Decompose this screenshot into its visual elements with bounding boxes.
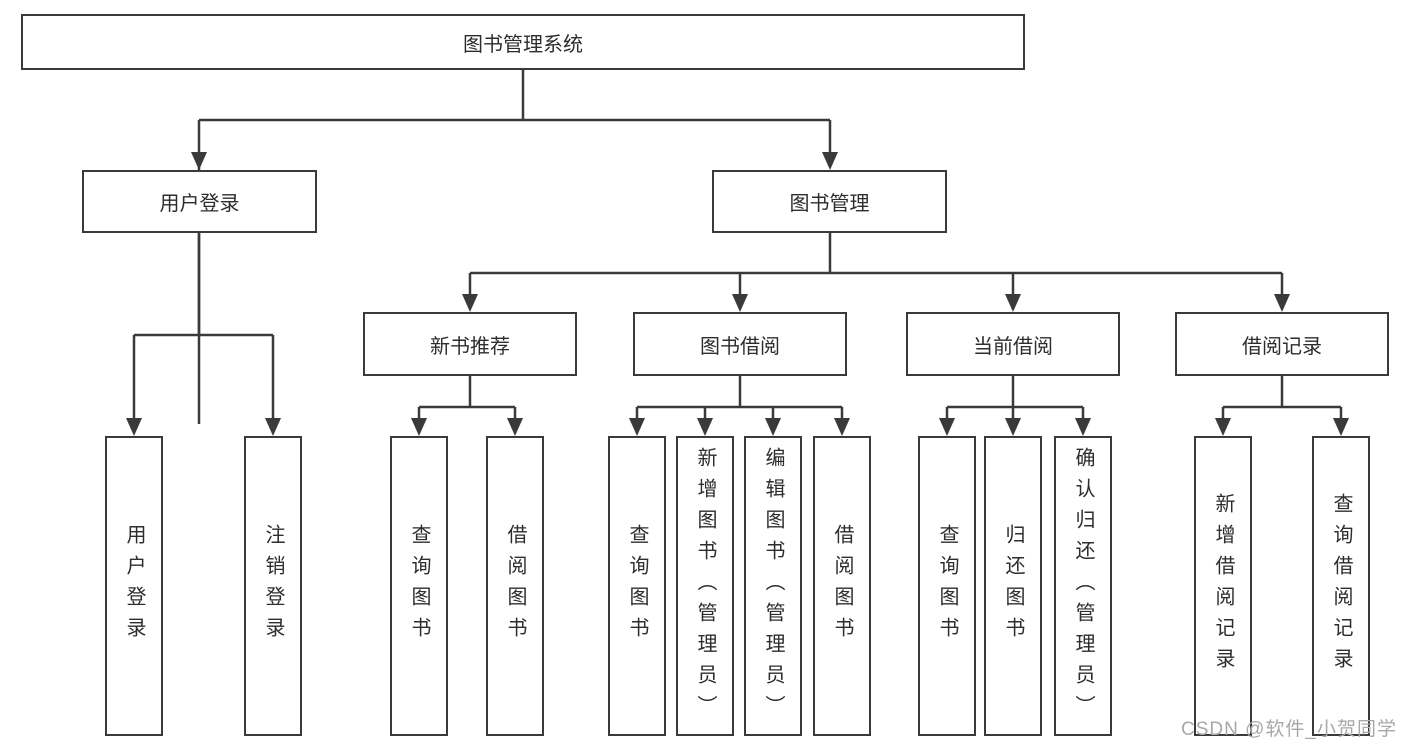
leaf-query-books-current: 查询图书	[918, 436, 976, 736]
leaf-borrow-books-recommend: 借阅图书	[486, 436, 544, 736]
node-book-borrowing: 图书借阅	[633, 312, 847, 376]
leaf-user-login: 用户登录	[105, 436, 163, 736]
leaf-add-books-admin: 新增图书（管理员）	[676, 436, 734, 736]
leaf-confirm-return-admin: 确认归还（管理员）	[1054, 436, 1112, 736]
node-current-borrowing: 当前借阅	[906, 312, 1120, 376]
leaf-add-borrow-record: 新增借阅记录	[1194, 436, 1252, 736]
leaf-label: 借阅图书	[504, 524, 526, 648]
leaf-label: 新增图书（管理员）	[694, 446, 716, 726]
leaf-query-borrow-record: 查询借阅记录	[1312, 436, 1370, 736]
leaf-label: 查询图书	[936, 524, 958, 648]
leaf-edit-books-admin: 编辑图书（管理员）	[744, 436, 802, 736]
csdn-watermark: CSDN @软件_小贺同学	[1181, 719, 1397, 740]
leaf-label: 用户登录	[123, 524, 145, 648]
leaf-label: 查询图书	[626, 524, 648, 648]
leaf-label: 新增借阅记录	[1212, 493, 1234, 679]
leaf-label: 查询图书	[408, 524, 430, 648]
node-book-management: 图书管理	[712, 170, 947, 233]
leaf-label: 编辑图书（管理员）	[762, 446, 784, 726]
leaf-return-books: 归还图书	[984, 436, 1042, 736]
leaf-label: 查询借阅记录	[1330, 493, 1352, 679]
leaf-label: 注销登录	[262, 524, 284, 648]
leaf-label: 归还图书	[1002, 524, 1024, 648]
leaf-query-books-recommend: 查询图书	[390, 436, 448, 736]
leaf-query-books-borrowing: 查询图书	[608, 436, 666, 736]
node-new-book-recommendation: 新书推荐	[363, 312, 577, 376]
node-user-login: 用户登录	[82, 170, 317, 233]
node-library-management-system: 图书管理系统	[21, 14, 1025, 70]
node-borrowing-records: 借阅记录	[1175, 312, 1389, 376]
leaf-label: 确认归还（管理员）	[1072, 446, 1094, 726]
leaf-borrow-books: 借阅图书	[813, 436, 871, 736]
leaf-label: 借阅图书	[831, 524, 853, 648]
leaf-logout: 注销登录	[244, 436, 302, 736]
